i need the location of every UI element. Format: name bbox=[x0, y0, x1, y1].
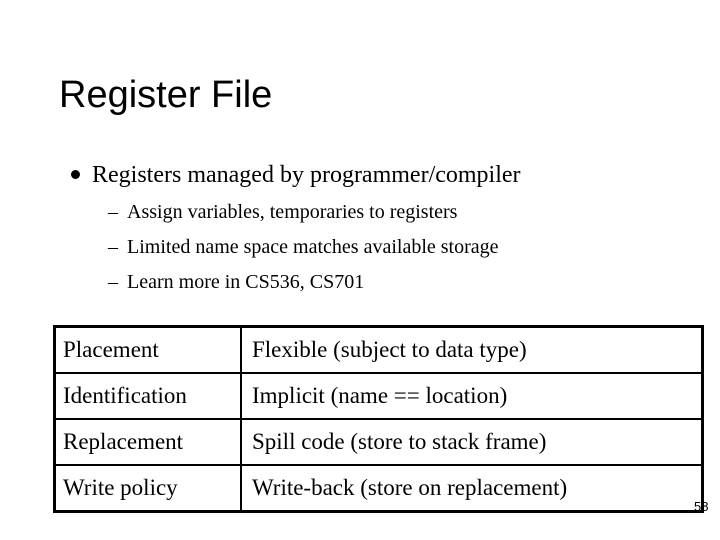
table-cell-key: Identification bbox=[53, 372, 242, 420]
table-row: Write policy Write-back (store on replac… bbox=[53, 464, 704, 513]
bullet-level1-label: Registers managed by programmer/compiler bbox=[92, 162, 521, 188]
table-cell-value: Flexible (subject to data type) bbox=[240, 325, 704, 374]
bullet-level2-label: Assign variables, temporaries to registe… bbox=[127, 201, 458, 223]
bullet-level2-item: – Limited name space matches available s… bbox=[108, 234, 499, 260]
dash-icon: – bbox=[108, 201, 118, 223]
bullet-level2-label: Limited name space matches available sto… bbox=[127, 236, 499, 258]
dash-icon: – bbox=[108, 271, 118, 293]
register-file-properties-table: Placement Flexible (subject to data type… bbox=[53, 325, 704, 513]
dash-icon: – bbox=[108, 236, 118, 258]
table-row: Identification Implicit (name == locatio… bbox=[53, 372, 704, 420]
table-cell-value: Write-back (store on replacement) bbox=[240, 464, 704, 513]
bullet-level2-label: Learn more in CS536, CS701 bbox=[127, 271, 365, 293]
table-cell-key: Write policy bbox=[53, 464, 242, 513]
bullet-level2-item: – Learn more in CS536, CS701 bbox=[108, 269, 364, 295]
bullet-level2-item: – Assign variables, temporaries to regis… bbox=[108, 199, 457, 225]
table-cell-key: Replacement bbox=[53, 418, 242, 466]
page-number: 58 bbox=[694, 499, 709, 514]
page-title: Register File bbox=[59, 74, 273, 116]
table-cell-value: Implicit (name == location) bbox=[240, 372, 704, 420]
bullet-level1-item: Registers managed by programmer/compiler bbox=[66, 160, 521, 190]
table-row: Placement Flexible (subject to data type… bbox=[53, 325, 704, 374]
table-cell-value: Spill code (store to stack frame) bbox=[240, 418, 704, 466]
table-cell-key: Placement bbox=[53, 325, 242, 374]
table-row: Replacement Spill code (store to stack f… bbox=[53, 418, 704, 466]
